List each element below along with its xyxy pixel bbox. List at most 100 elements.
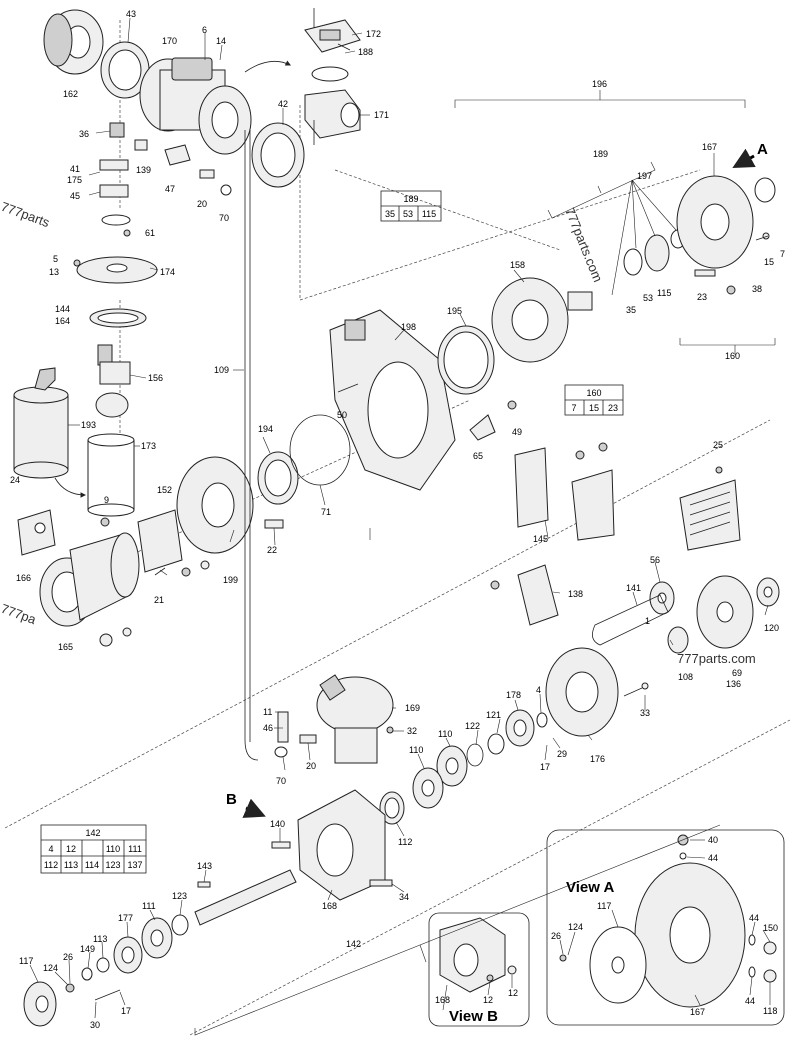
part-label: 110 (409, 745, 423, 755)
part-label: 24 (10, 475, 20, 485)
hub-108 (667, 626, 689, 654)
part-label: 140 (270, 819, 285, 829)
part-label: 44 (749, 913, 759, 923)
part-label: 6 (202, 25, 207, 35)
gasket-42 (251, 122, 305, 188)
small-parts-right (337, 232, 770, 410)
small-parts-left (99, 517, 210, 647)
part-label: 33 (640, 708, 650, 718)
table-142-cell: 4 (48, 844, 53, 854)
part-label: 5 (53, 254, 58, 264)
part-label: 65 (473, 451, 483, 461)
valve-assembly-172 (304, 8, 361, 53)
part-label: 176 (590, 754, 605, 764)
table-160-cell: 15 (589, 403, 599, 413)
table-189-cell: 35 (385, 209, 395, 219)
housing-173 (87, 433, 135, 517)
part-label: 195 (447, 306, 462, 316)
part-label: 198 (401, 322, 416, 332)
part-label: 40 (708, 835, 718, 845)
part-label: 142 (346, 939, 361, 949)
part-label: 120 (764, 623, 779, 633)
valve-156 (95, 344, 131, 418)
part-label: 122 (465, 721, 480, 731)
part-label: 197 (637, 171, 652, 181)
part-label: 17 (121, 1006, 131, 1016)
gasket-144-164 (89, 308, 147, 328)
cover-199 (176, 456, 254, 554)
view-a-cover (559, 834, 777, 1008)
watermark: 777pa (0, 601, 39, 628)
part-label: 118 (763, 1006, 777, 1016)
part-label: 44 (708, 853, 718, 863)
spacer-120 (756, 577, 780, 607)
key-140 (271, 841, 291, 849)
flange-162 (43, 9, 104, 75)
part-label: 168 (435, 995, 450, 1005)
part-label: 30 (90, 1020, 100, 1030)
pump-housing-170 (139, 57, 252, 155)
part-label: 188 (358, 47, 373, 57)
part-label: 26 (63, 952, 73, 962)
part-label: 112 (398, 837, 412, 847)
part-label: 171 (374, 110, 389, 120)
part-label: 17 (540, 762, 550, 772)
part-label: 21 (154, 595, 164, 605)
part-label: 117 (597, 901, 611, 911)
part-label: 49 (512, 427, 522, 437)
part-label: 194 (258, 424, 273, 434)
part-label: 23 (697, 292, 707, 302)
table-160-cell: 7 (571, 403, 576, 413)
table-142-cell: 110 (106, 844, 120, 854)
part-label: 38 (752, 284, 762, 294)
part-label: 26 (551, 931, 561, 941)
plate-174 (76, 256, 158, 284)
part-label: 158 (510, 260, 525, 270)
arrow-b-icon (242, 798, 266, 818)
shaft-assembly (23, 869, 297, 1027)
part-label: 20 (306, 761, 316, 771)
callout-b: B (226, 791, 266, 818)
part-label: 29 (557, 749, 567, 759)
table-142: 142 4 12 110 111 112 113 114 123 137 (40, 824, 147, 874)
part-label: 174 (160, 267, 175, 277)
part-label: 145 (533, 534, 548, 544)
part-label: 166 (16, 573, 31, 583)
part-label: 44 (745, 996, 755, 1006)
part-label: 172 (366, 29, 381, 39)
table-189: 189 35 53 115 (380, 190, 442, 222)
part-label: 41 (70, 164, 80, 174)
part-label: 61 (145, 228, 155, 238)
part-label: 199 (223, 575, 238, 585)
part-label: 178 (506, 690, 521, 700)
watermark: 777parts.com (677, 651, 756, 666)
filter-193 (13, 367, 69, 479)
part-label: 173 (141, 441, 156, 451)
part-label: 53 (643, 293, 653, 303)
part-label: 47 (165, 184, 175, 194)
part-label: 121 (486, 710, 501, 720)
bearing-set-lower (412, 682, 649, 809)
part-label: 162 (63, 89, 78, 99)
part-label: 124 (568, 922, 583, 932)
table-160: 160 7 15 23 (564, 384, 624, 416)
view-b-title: View B (449, 1008, 498, 1025)
part-label: 36 (79, 129, 89, 139)
arrow-to-171 (244, 60, 292, 73)
oring-188 (311, 66, 349, 82)
clamp-65 (469, 414, 496, 441)
part-label: 9 (104, 495, 109, 505)
oring-71 (289, 414, 351, 486)
part-label: 71 (321, 507, 331, 517)
casing-158 (491, 277, 569, 363)
table-160-cell: 23 (608, 403, 618, 413)
part-label: 56 (650, 555, 660, 565)
gear-cover-176 (545, 647, 619, 737)
part-label: 11 (263, 707, 272, 717)
part-label: 139 (136, 165, 151, 175)
table-189-header: 189 (403, 194, 418, 204)
part-label: 32 (407, 726, 417, 736)
callout-a-letter: A (757, 141, 768, 158)
table-189-cell: 115 (422, 209, 436, 219)
part-label: 22 (267, 545, 277, 555)
